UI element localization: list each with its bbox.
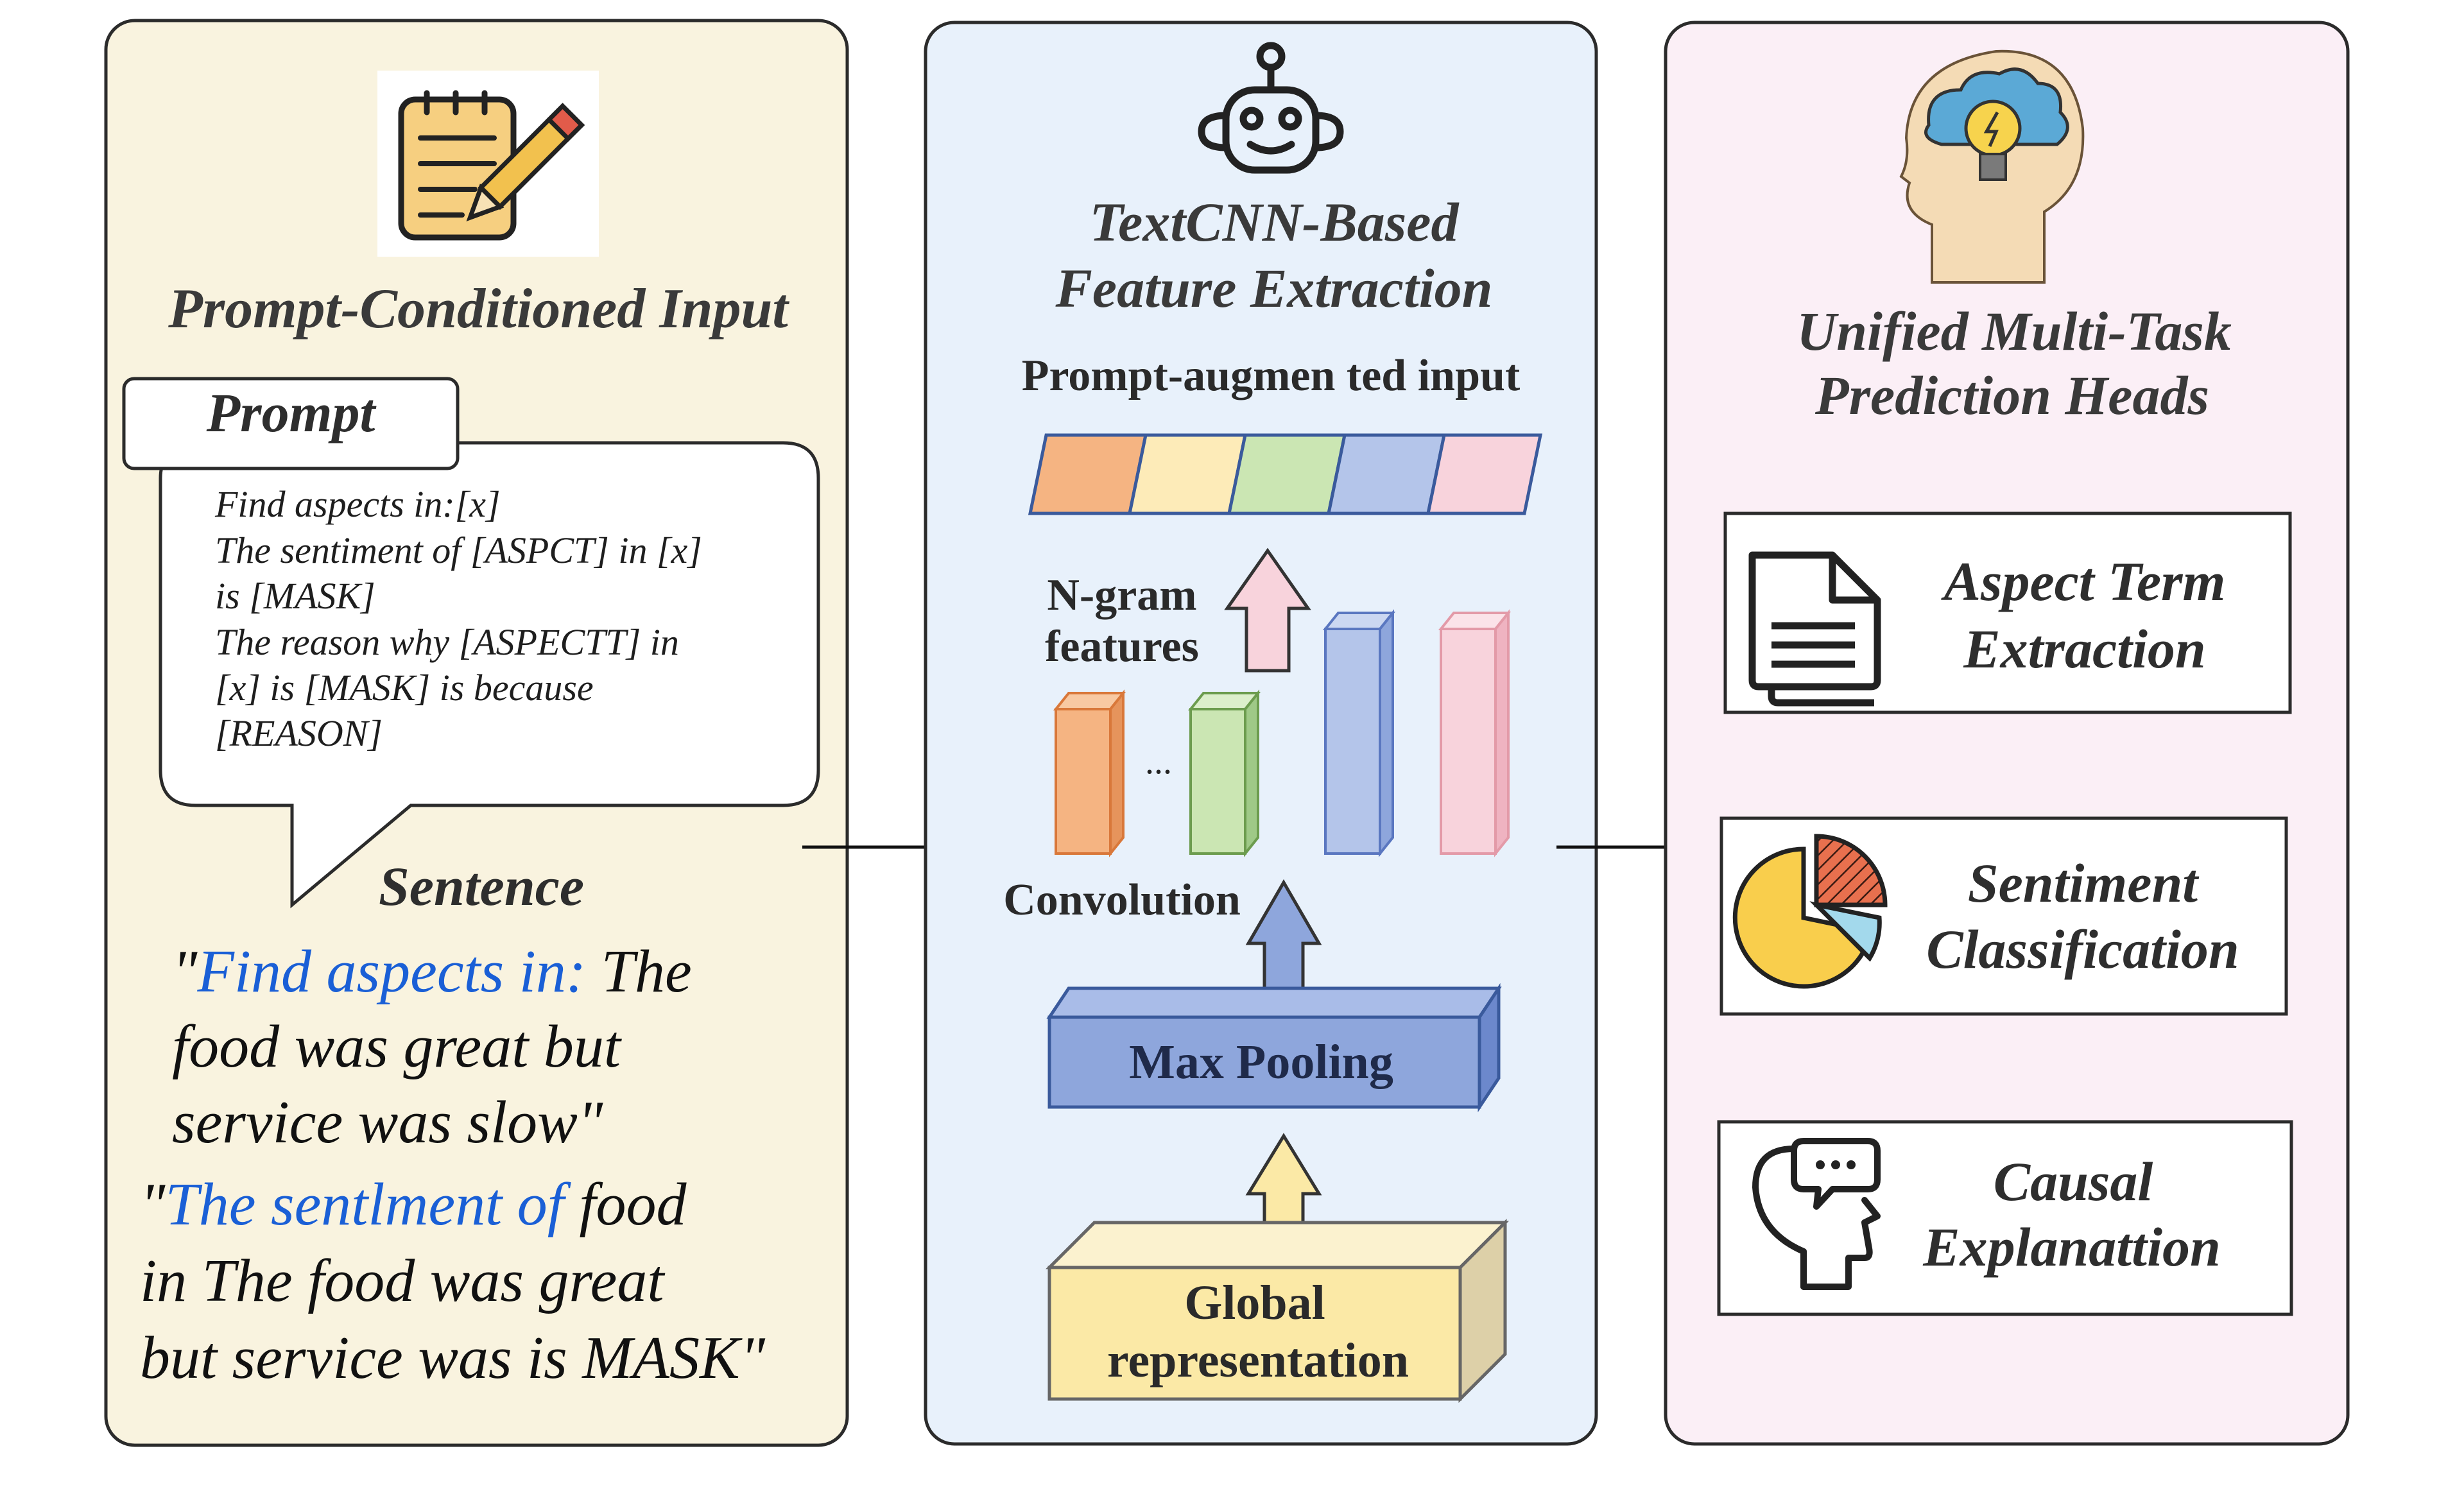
ngram-bar-blue bbox=[1322, 609, 1396, 857]
sentence-text: food bbox=[564, 1171, 687, 1238]
highlighted-instruction: Find aspects in: bbox=[196, 938, 586, 1005]
panel3-title-line1: Unified Multi-Task bbox=[1797, 300, 2232, 362]
head-3-label-line1: Causal bbox=[1994, 1151, 2153, 1212]
example-sentence-2-line3: but service was is MASK" bbox=[140, 1325, 766, 1391]
pie-chart-icon bbox=[1732, 834, 1888, 989]
notepad-pencil-icon bbox=[377, 71, 599, 257]
prediction-head-causal: Causal Explanattion bbox=[1717, 1120, 2293, 1316]
convolution-label: Convolution bbox=[1003, 875, 1241, 925]
prompt-augmented-input-strip bbox=[1028, 433, 1543, 515]
panel-prediction-heads: Unified Multi-Task Prediction Heads Aspe… bbox=[1664, 21, 2350, 1446]
panel2-title-line2: Feature Extraction bbox=[1055, 257, 1493, 319]
head-lightbulb-icon bbox=[1899, 49, 2085, 284]
document-icon bbox=[1748, 551, 1881, 707]
max-pooling-block bbox=[1046, 983, 1502, 1113]
ngram-label-line2: features bbox=[1045, 622, 1199, 671]
up-arrow-features-to-input bbox=[1224, 547, 1311, 673]
prompt-line: is [MASK] bbox=[215, 575, 375, 617]
example-sentence-2: "The sentlment of food bbox=[140, 1171, 687, 1238]
prompt-augmented-input-label: Prompt-augmen ted input bbox=[1022, 351, 1521, 400]
speech-dots bbox=[1816, 1160, 1856, 1169]
panel3-title-line2: Prediction Heads bbox=[1814, 365, 2209, 426]
sentence-text: The bbox=[586, 938, 692, 1005]
quote-mark: " bbox=[140, 1171, 166, 1238]
ngram-label-line1: N-gram bbox=[1047, 571, 1196, 620]
prompt-line: The sentiment of [ASPCT] in [x] bbox=[215, 529, 702, 571]
ngram-bar-pink bbox=[1438, 609, 1512, 857]
ngram-bar-orange bbox=[1053, 689, 1126, 857]
prompt-line: [REASON] bbox=[215, 712, 383, 754]
panel-textcnn: TextCNN-Based Feature Extraction Prompt-… bbox=[924, 21, 1598, 1446]
prompt-line: The reason why [ASPECTT] in bbox=[215, 621, 679, 663]
prompt-tab-label: Prompt bbox=[206, 382, 377, 443]
prediction-head-aspect-extraction: Aspect Term Extraction bbox=[1723, 511, 2292, 714]
sentence-label: Sentence bbox=[379, 855, 584, 917]
panel2-title-line1: TextCNN-Based bbox=[1090, 191, 1460, 253]
example-sentence-1-line3: service was slow" bbox=[172, 1089, 603, 1156]
head-1-label-line1: Aspect Term bbox=[1941, 551, 2226, 612]
example-sentence-2-line2: in The food was great bbox=[140, 1248, 665, 1314]
ngram-bar-green bbox=[1187, 689, 1261, 857]
global-label-line2: representation bbox=[1107, 1334, 1409, 1387]
prompt-tab bbox=[122, 377, 460, 470]
head-2-label-line2: Classification bbox=[1926, 918, 2239, 980]
global-label-line1: Global bbox=[1184, 1276, 1325, 1330]
panel-prompt-input: Prompt-Conditioned Input Prompt Find asp… bbox=[104, 19, 849, 1447]
max-pooling-label: Max Pooling bbox=[1129, 1035, 1393, 1089]
robot-icon bbox=[1198, 42, 1344, 174]
head-2-label-line1: Sentiment bbox=[1968, 852, 2200, 914]
ngram-ellipsis: ... bbox=[1145, 742, 1172, 782]
example-sentence-1: "Find aspects in: The bbox=[172, 938, 692, 1005]
example-sentence-1-line2: food was great but bbox=[172, 1013, 622, 1080]
head-3-label-line2: Explanattion bbox=[1922, 1216, 2221, 1278]
prediction-head-sentiment: Sentiment Classification bbox=[1719, 816, 2288, 1016]
panel1-title: Prompt-Conditioned Input bbox=[168, 278, 789, 340]
head-speech-icon bbox=[1752, 1138, 1881, 1290]
head-1-label-line2: Extraction bbox=[1963, 618, 2206, 680]
highlighted-instruction: The sentlment of bbox=[165, 1171, 571, 1238]
quote-mark: " bbox=[172, 938, 198, 1005]
global-representation-block bbox=[1045, 1218, 1510, 1404]
prompt-line: [x] is [MASK] is because bbox=[215, 667, 594, 709]
prompt-line: Find aspects in:[x] bbox=[214, 483, 501, 525]
